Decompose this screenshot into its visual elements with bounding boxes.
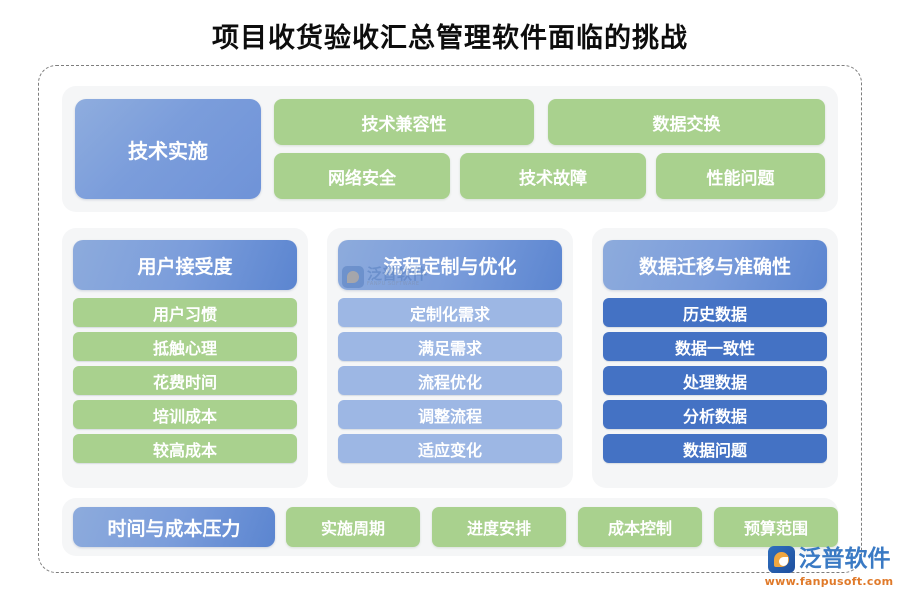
middle-columns-row: 用户接受度 用户习惯 抵触心理 花费时间 培训成本 较高成本 流程定制与优化 定… [62,228,838,488]
fanpu-brand-icon [767,546,795,573]
diagram-frame [38,65,862,573]
column-3-items: 历史数据 数据一致性 处理数据 分析数据 数据问题 [603,298,827,468]
column-process-customization: 流程定制与优化 定制化需求 满足需求 流程优化 调整流程 适应变化 [327,228,573,488]
list-item: 用户习惯 [73,298,297,327]
page-title: 项目收货验收汇总管理软件面临的挑战 [212,23,688,54]
column-2-items: 定制化需求 满足需求 流程优化 调整流程 适应变化 [338,298,562,468]
top-item-4: 技术故障 [460,153,646,199]
top-item-1: 技术兼容性 [274,99,534,145]
list-item: 较高成本 [73,434,297,463]
list-item: 数据问题 [603,434,827,463]
top-item-3: 网络安全 [274,153,450,199]
list-item: 适应变化 [338,434,562,463]
list-item: 满足需求 [338,332,562,361]
column-3-header: 数据迁移与准确性 [603,240,827,290]
top-item-5: 性能问题 [656,153,825,199]
logo-row: 泛普软件 [767,546,891,573]
list-item: 定制化需求 [338,298,562,327]
bottom-section-header: 时间与成本压力 [73,507,275,547]
logo-website-url: www.fanpusoft.com [764,575,894,588]
bottom-item-3: 成本控制 [578,507,702,547]
top-section-header: 技术实施 [75,99,261,199]
bottom-item-2: 进度安排 [432,507,566,547]
list-item: 分析数据 [603,400,827,429]
column-2-header: 流程定制与优化 [338,240,562,290]
corner-logo: 泛普软件 www.fanpusoft.com [762,546,896,592]
list-item: 抵触心理 [73,332,297,361]
bottom-item-4: 预算范围 [714,507,838,547]
list-item: 流程优化 [338,366,562,395]
bottom-item-1: 实施周期 [286,507,420,547]
logo-brand-cn: 泛普软件 [798,546,891,572]
top-item-2: 数据交换 [548,99,825,145]
column-user-acceptance: 用户接受度 用户习惯 抵触心理 花费时间 培训成本 较高成本 [62,228,308,488]
top-section-panel: 技术实施 技术兼容性 数据交换 网络安全 技术故障 性能问题 [62,86,838,212]
bottom-section-panel: 时间与成本压力 实施周期 进度安排 成本控制 预算范围 [62,498,838,556]
list-item: 调整流程 [338,400,562,429]
column-1-items: 用户习惯 抵触心理 花费时间 培训成本 较高成本 [73,298,297,468]
list-item: 培训成本 [73,400,297,429]
list-item: 数据一致性 [603,332,827,361]
column-1-header: 用户接受度 [73,240,297,290]
column-data-migration: 数据迁移与准确性 历史数据 数据一致性 处理数据 分析数据 数据问题 [592,228,838,488]
list-item: 历史数据 [603,298,827,327]
list-item: 花费时间 [73,366,297,395]
list-item: 处理数据 [603,366,827,395]
